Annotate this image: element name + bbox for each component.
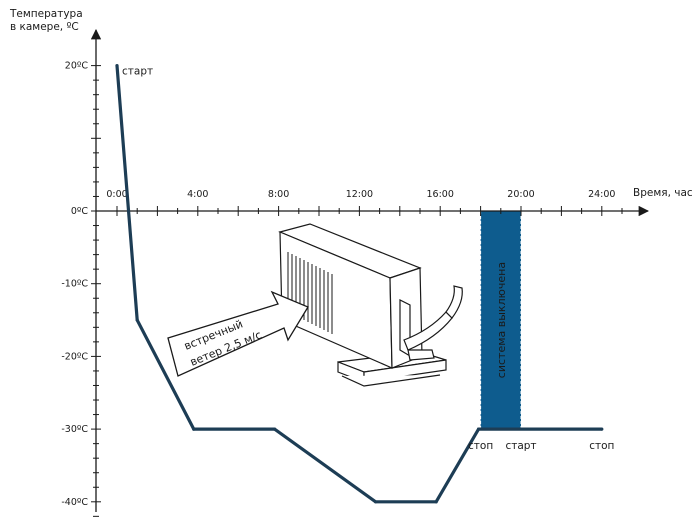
x-tick-label: 4:00 — [187, 189, 208, 200]
x-tick-label: 12:00 — [346, 189, 373, 200]
data-point — [192, 427, 196, 431]
data-point — [434, 500, 438, 504]
data-point — [373, 500, 378, 504]
y-tick-label: -10ºС — [61, 279, 88, 290]
x-tick-label: 0:00 — [106, 189, 127, 200]
y-minor-ticks — [91, 65, 101, 517]
ac-unit-illustration — [278, 223, 463, 387]
y-axis-title-line2: в камере, ºС — [10, 21, 79, 33]
data-point — [476, 427, 481, 431]
data-point — [135, 318, 139, 322]
x-tick-label: 8:00 — [268, 189, 289, 200]
annotation-label: старт — [122, 66, 153, 78]
x-tick-label: 24:00 — [588, 189, 615, 200]
wind-arrow — [167, 290, 309, 377]
y-tick-labels: 20ºС 0ºС -10ºС -20ºС -30ºС -40ºС — [61, 61, 88, 508]
x-axis-title: Время, час — [633, 187, 693, 199]
y-axis-title-line1: Температура — [9, 8, 83, 20]
x-minor-ticks — [116, 206, 623, 216]
x-tick-labels: 0:00 4:00 8:00 12:00 16:00 20:00 24:00 — [106, 189, 615, 200]
y-tick-label: 20ºС — [65, 61, 89, 72]
temperature-line — [115, 65, 602, 504]
y-tick-label: -20ºС — [61, 351, 88, 362]
y-axis-title: Температура в камере, ºС — [9, 8, 86, 33]
x-tick-label: 16:00 — [427, 189, 454, 200]
annotation-label: стоп — [468, 440, 493, 452]
y-tick-label: -40ºС — [61, 497, 88, 508]
annotations: старт стоп старт стоп — [122, 66, 614, 453]
data-point — [115, 64, 119, 68]
x-tick-label: 20:00 — [507, 189, 534, 200]
y-tick-label: -30ºС — [61, 424, 88, 435]
temperature-points — [115, 64, 604, 504]
data-point — [600, 427, 604, 431]
system-off-label: система выключена — [495, 262, 508, 378]
annotation-label: стоп — [589, 440, 614, 452]
annotation-label: старт — [505, 440, 536, 452]
data-point — [272, 427, 277, 431]
y-tick-label: 0ºС — [71, 206, 89, 217]
system-off-band — [480, 211, 521, 430]
